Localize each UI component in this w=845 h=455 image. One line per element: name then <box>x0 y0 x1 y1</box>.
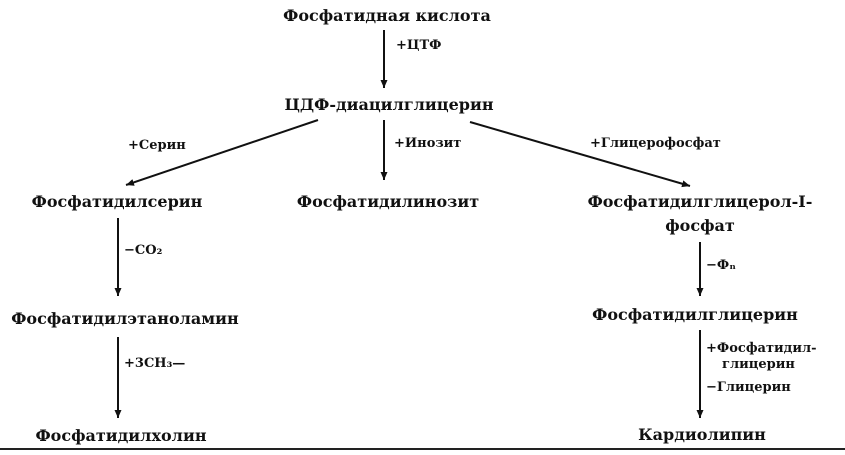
node-cardiolipin: Кардиолипин <box>638 425 766 444</box>
node-cdp-diacylglycerol: ЦДФ-диацилглицерин <box>284 95 494 114</box>
label-minus-phosphate: −Фₙ <box>706 258 736 273</box>
arrow-cdp-to-pgp <box>469 121 691 188</box>
arrow-cdp-to-serine <box>125 119 319 186</box>
label-plus-inositol: +Инозит <box>394 136 462 151</box>
label-plus-phosphatidylglycerol-line2: глицерин <box>722 357 795 372</box>
node-phosphatidylserine: Фосфатидилсерин <box>31 192 203 211</box>
node-phosphatidylglycerol: Фосфатидилглицерин <box>592 305 798 324</box>
node-phosphatidylinositol: Фосфатидилинозит <box>296 192 480 211</box>
node-phosphatidic-acid: Фосфатидная кислота <box>283 6 491 25</box>
label-plus-serine: +Серин <box>128 138 186 153</box>
label-plus-ctp: +ЦТФ <box>396 38 442 53</box>
label-plus-methyl: +3CH₃— <box>124 356 186 371</box>
bottom-rule <box>0 448 845 450</box>
label-minus-glycerol: −Глицерин <box>706 380 791 395</box>
node-phosphatidylglycerol-phosphate-line2: фосфат <box>665 216 735 235</box>
node-phosphatidylcholine: Фосфатидилхолин <box>35 426 207 445</box>
label-plus-phosphatidylglycerol-line1: +Фосфатидил- <box>706 341 817 356</box>
node-phosphatidylglycerol-phosphate-line1: Фосфатидилглицерол-I- <box>587 192 813 211</box>
label-plus-glycerophosphate: +Глицерофосфат <box>590 136 721 151</box>
label-minus-co2: −CO₂ <box>124 243 163 258</box>
node-phosphatidylethanolamine: Фосфатидилэтаноламин <box>11 309 239 328</box>
